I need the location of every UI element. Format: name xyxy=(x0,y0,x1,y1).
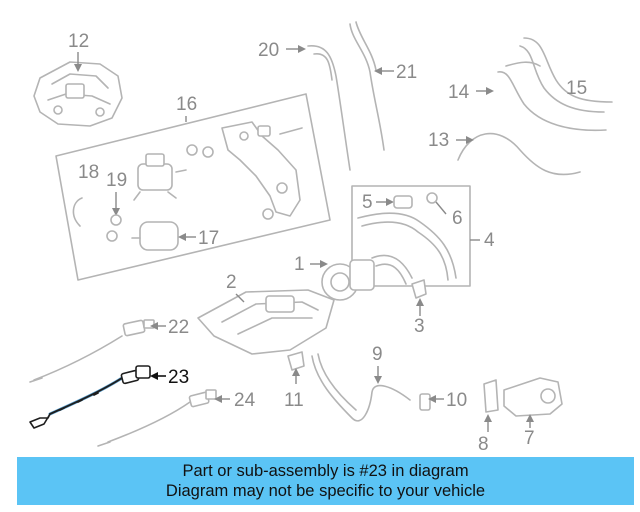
callout-19: 19 xyxy=(106,170,127,191)
part-2-shield xyxy=(197,289,335,355)
part-10-sensor xyxy=(419,393,431,411)
callout-10: 10 xyxy=(446,390,467,411)
part-13-pipe xyxy=(457,132,581,176)
part-12-cover xyxy=(33,61,123,127)
info-banner: Part or sub-assembly is #23 in diagram D… xyxy=(17,457,634,505)
part-4-box xyxy=(351,185,471,287)
callout-1: 1 xyxy=(294,254,305,275)
part-16-bracket xyxy=(221,121,303,220)
callout-22: 22 xyxy=(168,317,189,338)
part-16-box xyxy=(55,93,331,281)
callout-23: 23 xyxy=(168,367,189,388)
callout-16: 16 xyxy=(176,94,197,115)
part-5-gasket xyxy=(393,195,413,209)
callout-7: 7 xyxy=(524,428,535,449)
part-23-oxygen-sensor xyxy=(29,365,151,429)
callout-4: 4 xyxy=(484,230,495,251)
callout-14: 14 xyxy=(448,82,470,103)
part-17-canister xyxy=(131,221,179,251)
callout-11: 11 xyxy=(284,390,304,411)
part-22-sensor xyxy=(29,319,155,383)
part-11-clip xyxy=(287,351,305,371)
part-14-pipe xyxy=(497,61,607,132)
callout-12: 12 xyxy=(68,31,89,52)
callout-3: 3 xyxy=(414,316,425,337)
callout-20: 20 xyxy=(258,40,279,61)
callout-6: 6 xyxy=(452,208,463,229)
part-15-pipe xyxy=(519,37,613,113)
callout-2: 2 xyxy=(226,272,237,293)
part-1-pump xyxy=(321,254,413,301)
banner-line-2: Diagram may not be specific to your vehi… xyxy=(165,482,486,500)
callout-24: 24 xyxy=(234,390,256,411)
callout-21: 21 xyxy=(396,62,417,83)
parts-diagram: 12 16 18 19 17 20 xyxy=(29,21,613,455)
callout-5: 5 xyxy=(362,192,373,213)
banner-line-1: Part or sub-assembly is #23 in diagram xyxy=(182,462,469,480)
part-21-hose xyxy=(349,21,385,151)
part-9-pipe xyxy=(311,353,411,422)
callout-15: 15 xyxy=(566,78,587,99)
part-24-sensor xyxy=(97,389,217,447)
callout-18: 18 xyxy=(78,162,99,183)
part-8-bracket xyxy=(483,379,499,413)
callout-9: 9 xyxy=(372,344,383,365)
part-16-valve xyxy=(133,144,214,201)
part-20-hose xyxy=(307,45,351,171)
callout-17: 17 xyxy=(198,228,219,249)
callout-13: 13 xyxy=(428,130,449,151)
part-7-valve xyxy=(503,377,563,417)
part-4-hose xyxy=(357,212,457,281)
callout-8: 8 xyxy=(478,434,489,455)
